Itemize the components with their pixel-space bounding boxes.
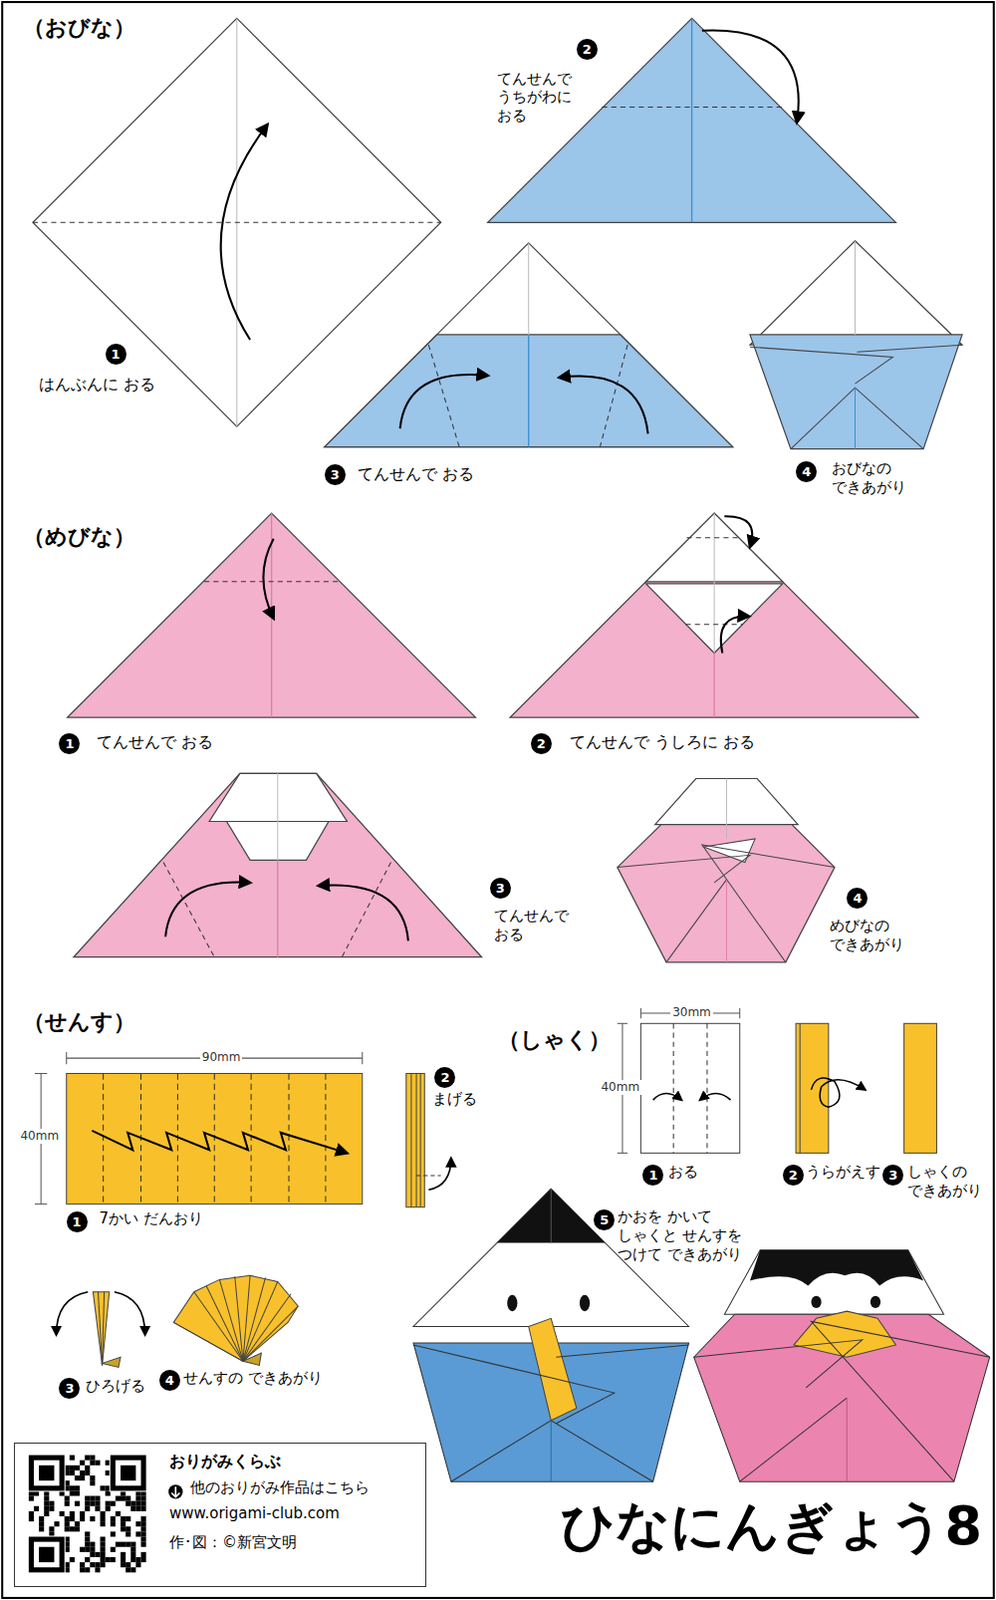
step-instruction: てんせんで おる <box>96 732 214 752</box>
dimension-label: 30mm <box>670 1004 714 1020</box>
footer-text: 作･図：©新宮文明 <box>169 1532 297 1551</box>
sensu-step4 <box>173 1274 298 1365</box>
step-instruction: しゃくの できあがり <box>907 1162 989 1201</box>
step-number: 4 <box>795 461 817 483</box>
step-number: 2 <box>530 733 552 754</box>
mebina-step4 <box>617 777 835 962</box>
section-heading: （めびな） <box>22 522 136 551</box>
step-instruction: かおを かいて しゃくと せんすを つけて できあがり <box>617 1207 758 1263</box>
section-heading: （おびな） <box>22 13 136 42</box>
mebina-step2 <box>509 512 919 718</box>
step-number: 3 <box>58 1377 80 1399</box>
step-instruction: おる <box>668 1162 699 1182</box>
step-instruction: めびなの できあがり <box>829 916 911 955</box>
finished-mebina <box>694 1249 991 1483</box>
step-instruction: うらがえす <box>805 1162 881 1182</box>
sensu-step1 <box>34 1051 363 1205</box>
section-heading: （せんす） <box>22 1007 136 1036</box>
step-number: 1 <box>58 733 80 754</box>
section-heading: （しゃく） <box>498 1025 611 1054</box>
step-number: 3 <box>882 1164 904 1186</box>
step-instruction: てんせんで うちがわに おる <box>497 69 578 126</box>
step-instruction: てんせんで おる <box>357 464 475 485</box>
step-number: 1 <box>642 1164 664 1186</box>
step-instruction: おびなの できあがり <box>831 459 913 498</box>
step-number: 5 <box>593 1209 615 1231</box>
step-number: 2 <box>782 1164 804 1186</box>
step-number: 2 <box>576 38 598 60</box>
step-number: 4 <box>159 1369 181 1391</box>
obina-step3 <box>324 243 734 448</box>
step-number: 3 <box>490 877 511 899</box>
arrow-icon <box>168 1484 183 1498</box>
page-title: ひなにんぎょう8 <box>560 1492 983 1560</box>
step-number: 1 <box>66 1211 88 1233</box>
step-instruction: まげる <box>432 1089 478 1109</box>
footer-box: おりがみくらぶ他のおりがみ作品はこちら www.origami-club.com 作… <box>13 1442 427 1587</box>
step-instruction: 7かい だんおり <box>98 1209 203 1229</box>
step-instruction: はんぶんに おる <box>38 374 156 395</box>
step-instruction: てんせんで おる <box>494 906 575 945</box>
shaku-steps <box>617 1007 938 1153</box>
footer-text: おりがみくらぶ <box>169 1451 281 1471</box>
step-number: 4 <box>846 887 868 909</box>
obina-step1 <box>32 17 442 427</box>
footer-text: 他のおりがみ作品はこちら <box>190 1478 370 1496</box>
obina-step2 <box>488 17 897 223</box>
qr-code <box>27 1454 148 1574</box>
step-number: 1 <box>105 343 127 365</box>
dimension-label: 90mm <box>200 1049 244 1065</box>
sensu-step3 <box>56 1291 146 1368</box>
obina-step4 <box>749 241 963 450</box>
mebina-step3 <box>73 772 483 957</box>
step-instruction: ひろげる <box>85 1376 146 1396</box>
footer-text: www.origami-club.com <box>169 1503 340 1522</box>
step-instruction: てんせんで うしろに おる <box>569 732 755 752</box>
step-number: 3 <box>324 464 346 486</box>
dimension-label: 40mm <box>598 1079 642 1095</box>
step-number: 2 <box>434 1066 456 1088</box>
dimension-label: 40mm <box>17 1128 61 1144</box>
step-instruction: せんすの できあがり <box>183 1368 323 1388</box>
